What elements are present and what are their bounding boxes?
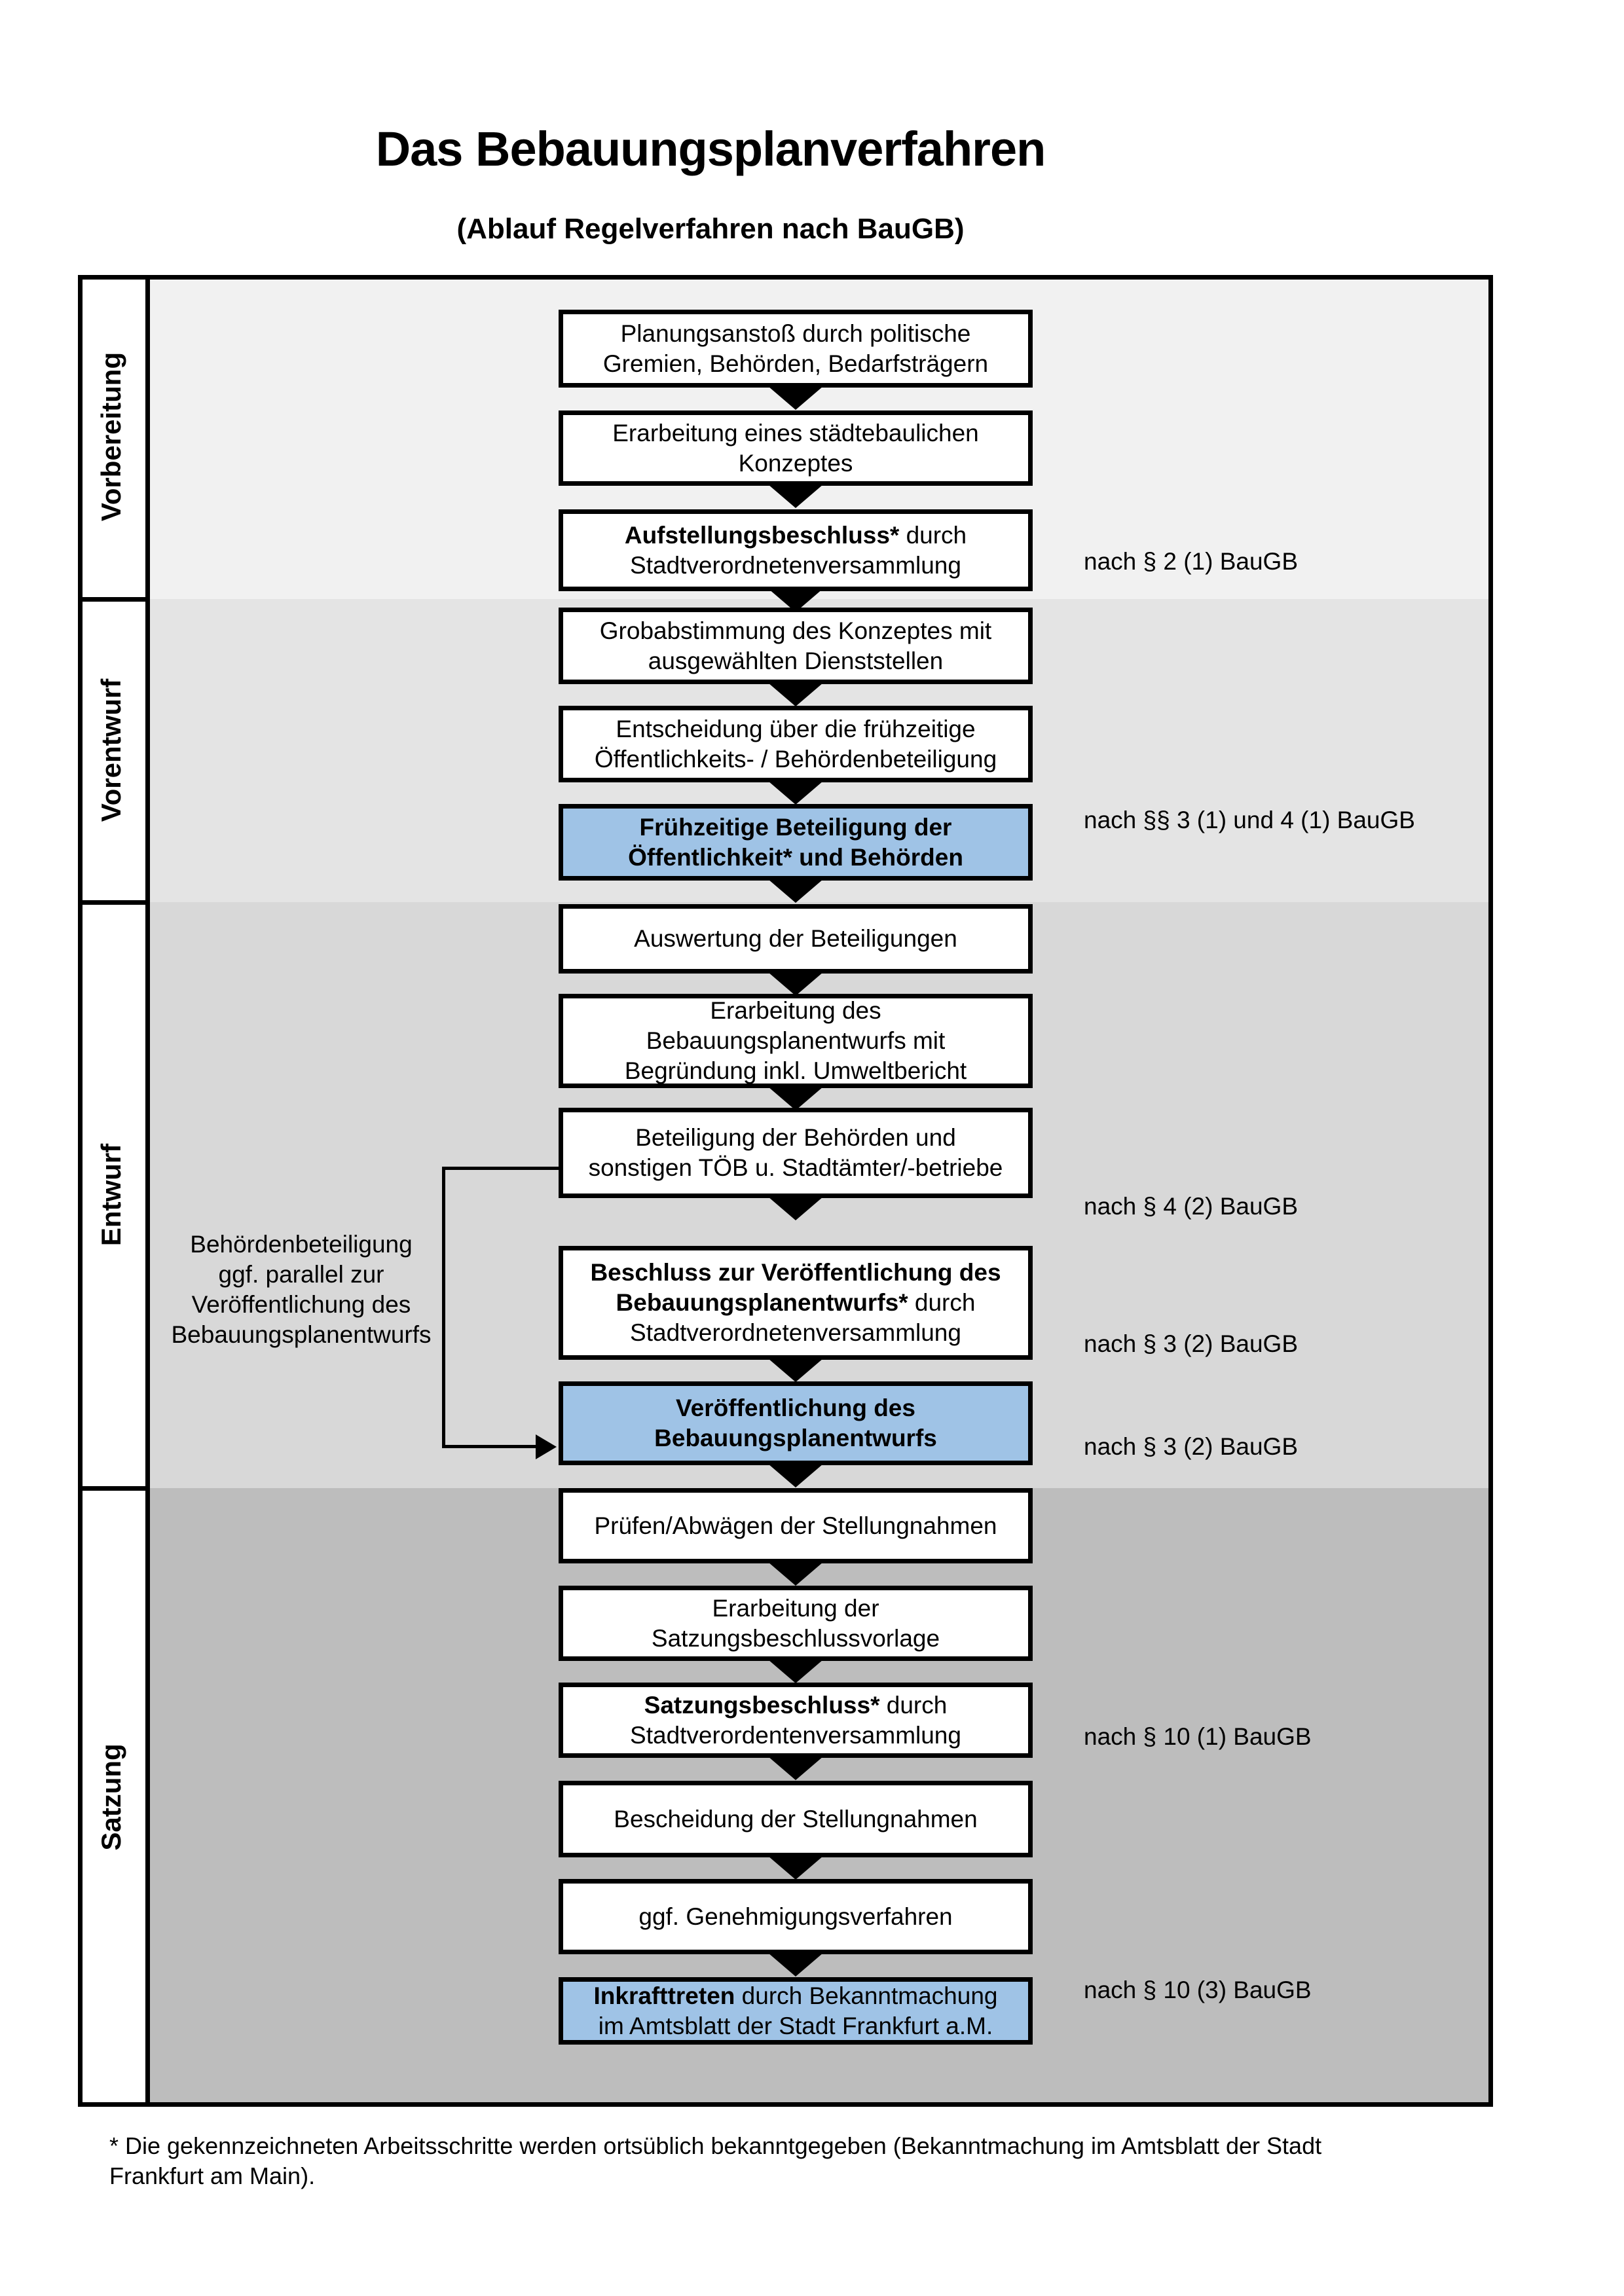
step-auswertung-beteiligungen: Auswertung der Beteiligungen — [559, 904, 1033, 974]
phase-divider — [78, 597, 150, 602]
step-planungsanstoss: Planungsanstoß durch politische Gremien,… — [559, 310, 1033, 388]
flow-arrow-down-icon — [768, 1197, 823, 1220]
parallel-connector-line-bottom — [442, 1445, 539, 1448]
legal-reference: nach § 3 (2) BauGB — [1084, 1330, 1299, 1357]
step-staedtebauliches-konzept: Erarbeitung eines städtebaulichen Konzep… — [559, 410, 1033, 486]
parallel-connector-arrowhead — [536, 1434, 557, 1459]
flow-arrow-down-icon — [768, 972, 823, 996]
step-inkrafttreten: Inkrafttreten durch Bekanntmachung im Am… — [559, 1977, 1033, 2045]
step-grobabstimmung: Grobabstimmung des Konzeptes mit ausgewä… — [559, 608, 1033, 684]
legal-reference: nach § 2 (1) BauGB — [1084, 548, 1299, 575]
phase-label-vorentwurf: Vorentwurf — [96, 678, 126, 822]
flow-arrow-down-icon — [768, 484, 823, 508]
flow-arrow-down-icon — [768, 589, 823, 612]
phase-divider — [78, 1486, 150, 1491]
legal-reference: nach § 10 (3) BauGB — [1084, 1977, 1312, 2003]
page-title: Das Bebauungsplanverfahren — [375, 122, 1046, 176]
flow-arrow-down-icon — [768, 879, 823, 903]
step-pruefen-abwaegen: Prüfen/Abwägen der Stellungnahmen — [559, 1488, 1033, 1563]
legal-reference: nach §§ 3 (1) und 4 (1) BauGB — [1084, 807, 1415, 833]
phase-label-satzung: Satzung — [96, 1743, 126, 1851]
flow-arrow-down-icon — [768, 1087, 823, 1110]
flow-arrow-down-icon — [768, 386, 823, 410]
phase-label-column — [78, 275, 145, 2107]
phase-label-entwurf: Entwurf — [96, 1143, 126, 1247]
step-beschluss-veroeffentlichung: Beschluss zur Veröffentlichung des Bebau… — [559, 1246, 1033, 1360]
parallel-procedure-note: Behördenbeteiligung ggf. parallel zur Ve… — [171, 1231, 432, 1348]
step-satzungsbeschluss: Satzungsbeschluss* durch Stadtverordente… — [559, 1683, 1033, 1758]
step-aufstellungsbeschluss: Aufstellungsbeschluss* durch Stadtverord… — [559, 509, 1033, 591]
parallel-connector-line-top — [442, 1167, 559, 1170]
step-erarbeitung-bebauungsplanentwurf: Erarbeitung des Bebauungsplanentwurfs mi… — [559, 994, 1033, 1088]
footnote: * Die gekennzeichneten Arbeitsschritte w… — [109, 2132, 1322, 2189]
legal-reference: nach § 4 (2) BauGB — [1084, 1193, 1299, 1220]
step-erarbeitung-satzungsbeschlussvorlage: Erarbeitung der Satzungsbeschlussvorlage — [559, 1586, 1033, 1661]
step-beteiligung-behoerden-toeb: Beteiligung der Behörden und sonstigen T… — [559, 1108, 1033, 1198]
step-entscheidung-fruehzeitige-beteiligung: Entscheidung über die frühzeitige Öffent… — [559, 706, 1033, 782]
step-veroeffentlichung-entwurf: Veröffentlichung des Bebauungsplanentwur… — [559, 1381, 1033, 1465]
legal-reference: nach § 10 (1) BauGB — [1084, 1723, 1312, 1750]
label-column-divider — [145, 275, 150, 2107]
parallel-connector-line-vertical — [442, 1167, 445, 1448]
step-fruehzeitige-beteiligung: Frühzeitige Beteiligung der Öffentlichke… — [559, 804, 1033, 881]
step-bescheidung-stellungnahmen: Bescheidung der Stellungnahmen — [559, 1781, 1033, 1857]
flow-arrow-down-icon — [768, 1562, 823, 1586]
flow-arrow-down-icon — [768, 1757, 823, 1780]
flow-arrow-down-icon — [768, 1358, 823, 1382]
step-genehmigungsverfahren: ggf. Genehmigungsverfahren — [559, 1879, 1033, 1954]
page-subtitle: (Ablauf Regelverfahren nach BauGB) — [456, 213, 965, 245]
flow-arrow-down-icon — [768, 781, 823, 805]
flow-arrow-down-icon — [768, 1856, 823, 1880]
flow-arrow-down-icon — [768, 1953, 823, 1977]
phase-divider — [78, 900, 150, 905]
flow-arrow-down-icon — [768, 1660, 823, 1683]
flow-arrow-down-icon — [768, 1464, 823, 1487]
legal-reference: nach § 3 (2) BauGB — [1084, 1433, 1299, 1460]
phase-label-vorbereitung: Vorbereitung — [96, 352, 126, 522]
flow-arrow-down-icon — [768, 683, 823, 706]
